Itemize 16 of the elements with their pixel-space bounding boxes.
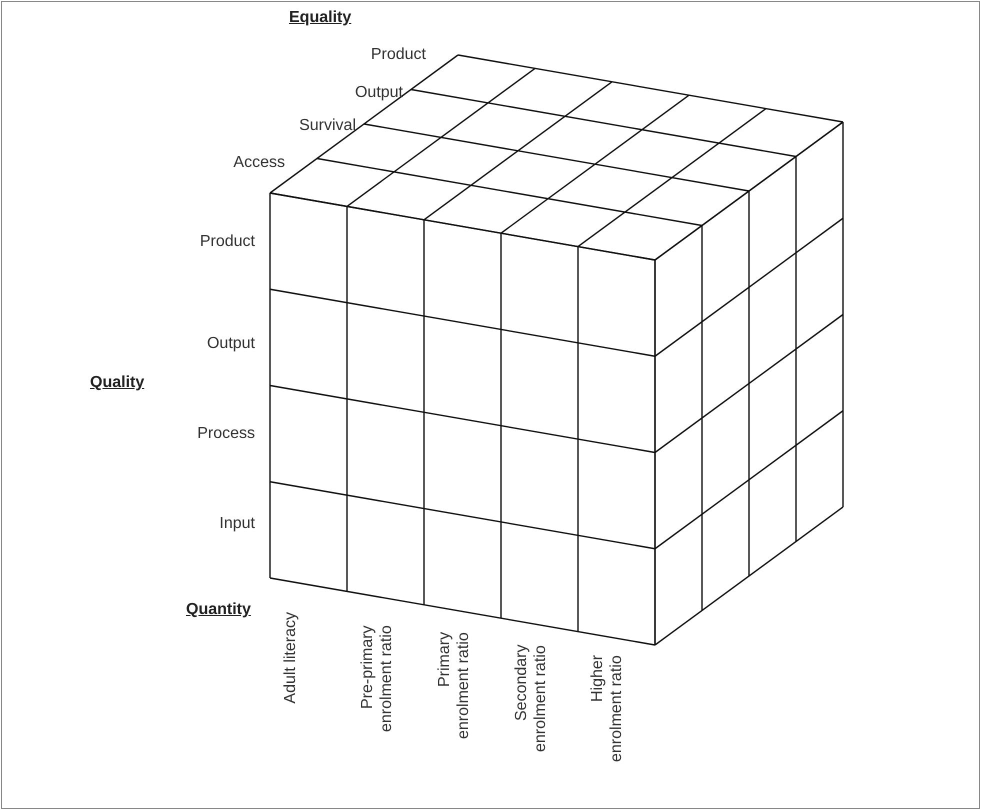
axis-title: Equality: [289, 8, 352, 27]
axis-category-label: Input: [219, 514, 255, 533]
axis-category-label: Pre-primary enrolment ratio: [358, 625, 396, 734]
axis-title: Quality: [90, 373, 144, 392]
axis-category-label: Secondary enrolment ratio: [512, 645, 550, 754]
axis-category-label: Adult literacy: [281, 612, 300, 704]
axis-title: Quantity: [186, 600, 251, 619]
axis-category-label: Product: [370, 45, 426, 64]
axis-category-label: Access: [233, 153, 285, 172]
axis-category-label: Primary enrolment ratio: [435, 632, 473, 741]
axis-category-label: Product: [200, 232, 255, 251]
axis-category-label: Output: [206, 334, 255, 353]
axis-category-label: Survival: [299, 116, 356, 135]
axis-category-label: Higher enrolment ratio: [588, 655, 626, 764]
axis-category-label: Process: [197, 424, 255, 443]
axis-category-label: Output: [354, 83, 403, 102]
